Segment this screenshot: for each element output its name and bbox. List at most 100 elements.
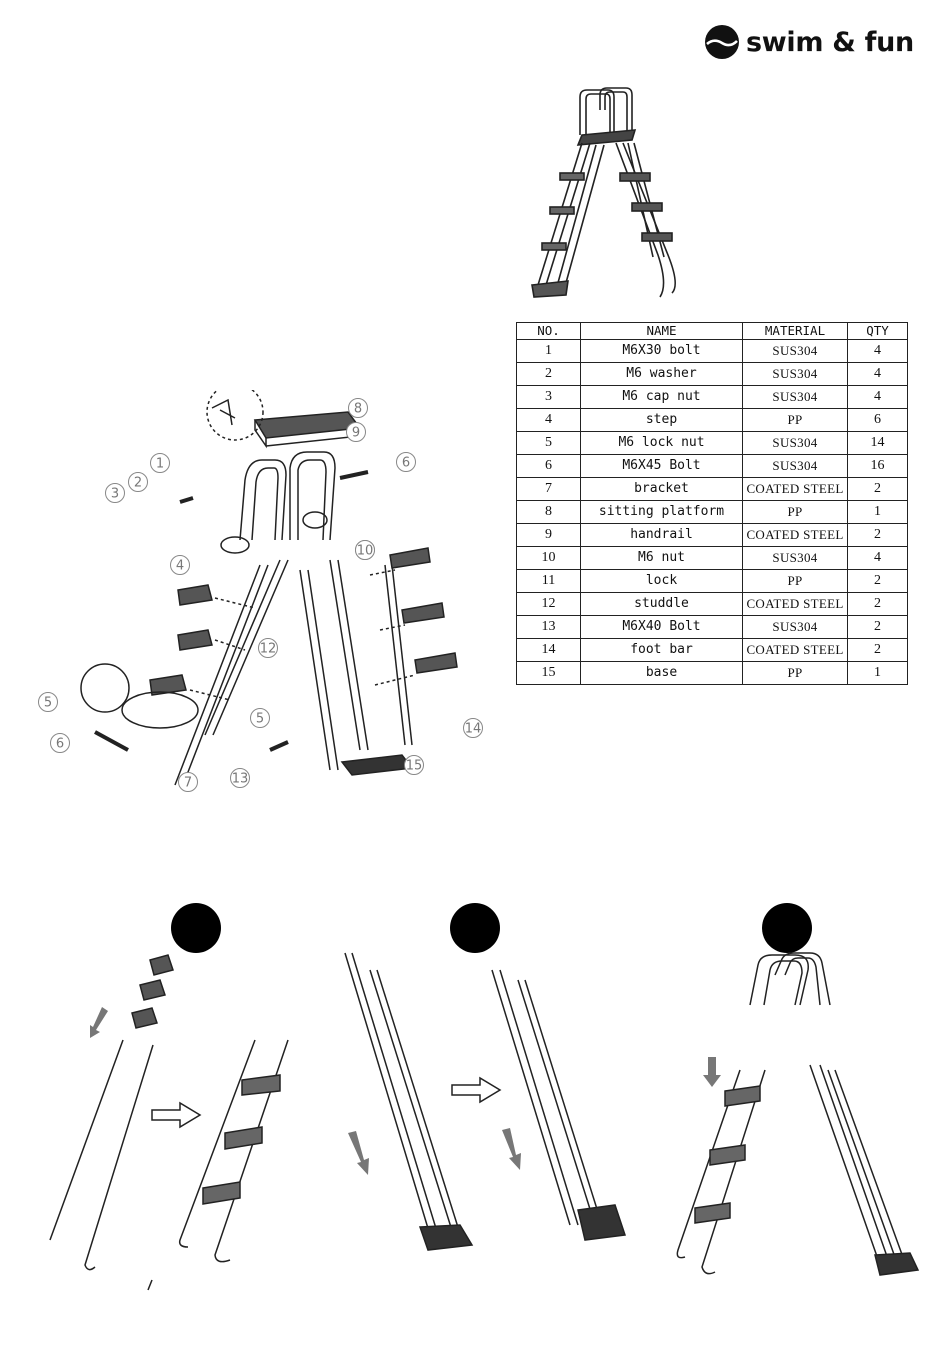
- swim-and-fun-logo-icon: [705, 25, 739, 59]
- cell-qty: 2: [847, 615, 908, 639]
- callout-10: 10: [355, 540, 375, 560]
- cell-material: PP: [742, 661, 848, 685]
- cell-qty: 14: [847, 431, 908, 455]
- cell-no: 3: [516, 385, 581, 409]
- callout-label: 2: [134, 476, 142, 491]
- callout-label: 5: [44, 696, 52, 711]
- cell-qty: 2: [847, 569, 908, 593]
- direction-arrow-2: [348, 1131, 369, 1175]
- cell-name: sitting platform: [580, 500, 743, 524]
- callout-6: 6: [396, 452, 416, 472]
- callout-label: 6: [56, 737, 64, 752]
- cell-name: M6 cap nut: [580, 385, 743, 409]
- column-header-name: NAME: [580, 322, 743, 340]
- callout-2: 2: [128, 472, 148, 492]
- cell-material: PP: [742, 569, 848, 593]
- table-header-row: NO. NAME MATERIAL QTY: [516, 322, 908, 340]
- callout-label: 13: [232, 772, 249, 787]
- direction-arrow-1: [90, 1007, 108, 1038]
- cell-qty: 1: [847, 661, 908, 685]
- cell-material: SUS304: [742, 339, 848, 363]
- callout-label: 6: [402, 456, 410, 471]
- cell-qty: 4: [847, 546, 908, 570]
- cell-qty: 4: [847, 385, 908, 409]
- cell-name: step: [580, 408, 743, 432]
- cell-qty: 4: [847, 339, 908, 363]
- column-header-qty: QTY: [847, 322, 908, 340]
- cell-qty: 2: [847, 592, 908, 616]
- step-marker-3: [762, 903, 812, 953]
- direction-arrow-3: [502, 1128, 521, 1170]
- callout-label: 5: [256, 712, 264, 727]
- cell-no: 11: [516, 569, 581, 593]
- direction-arrow-4: [703, 1057, 721, 1087]
- callout-9: 9: [346, 422, 366, 442]
- cell-no: 5: [516, 431, 581, 455]
- cell-no: 4: [516, 408, 581, 432]
- cell-name: bracket: [580, 477, 743, 501]
- cell-no: 9: [516, 523, 581, 547]
- column-header-material: MATERIAL: [742, 322, 848, 340]
- callout-5: 5: [38, 692, 58, 712]
- column-header-no: NO.: [516, 322, 581, 340]
- cell-material: COATED STEEL: [742, 523, 848, 547]
- cell-no: 13: [516, 615, 581, 639]
- cell-name: base: [580, 661, 743, 685]
- exploded-view-diagram: [80, 390, 458, 786]
- cell-name: handrail: [580, 523, 743, 547]
- cell-no: 6: [516, 454, 581, 478]
- callout-3: 3: [105, 483, 125, 503]
- callout-1: 1: [150, 453, 170, 473]
- cell-material: COATED STEEL: [742, 638, 848, 662]
- cell-material: SUS304: [742, 454, 848, 478]
- callout-label: 14: [465, 722, 482, 737]
- cell-no: 1: [516, 339, 581, 363]
- cell-qty: 4: [847, 362, 908, 386]
- callout-label: 4: [176, 559, 184, 574]
- cell-name: M6X30 bolt: [580, 339, 743, 363]
- callout-label: 1: [156, 457, 164, 472]
- cell-qty: 1: [847, 500, 908, 524]
- callout-label: 12: [260, 642, 277, 657]
- callout-13: 13: [230, 768, 250, 788]
- cell-name: M6 washer: [580, 362, 743, 386]
- cell-name: foot bar: [580, 638, 743, 662]
- callout-label: 15: [406, 759, 423, 774]
- cell-material: PP: [742, 408, 848, 432]
- exploded-view-callouts: 12341169812135101415567: [38, 398, 483, 792]
- cell-material: PP: [742, 500, 848, 524]
- cell-material: COATED STEEL: [742, 477, 848, 501]
- brand-logo: swim & fun: [704, 22, 919, 62]
- cell-no: 2: [516, 362, 581, 386]
- callout-4: 4: [170, 555, 190, 575]
- step-marker-2: [450, 903, 500, 953]
- assembled-ladder-illustration: [531, 87, 676, 298]
- cell-material: SUS304: [742, 385, 848, 409]
- cell-name: M6X40 Bolt: [580, 615, 743, 639]
- cell-qty: 16: [847, 454, 908, 478]
- callout-label: 3: [111, 487, 119, 502]
- cell-material: SUS304: [742, 362, 848, 386]
- callout-14: 14: [463, 718, 483, 738]
- cell-no: 12: [516, 592, 581, 616]
- callout-8: 8: [348, 398, 368, 418]
- callout-label: 7: [184, 776, 192, 791]
- step-marker-1: [171, 903, 221, 953]
- cell-no: 15: [516, 661, 581, 685]
- callout-label: 8: [354, 402, 362, 417]
- cell-material: COATED STEEL: [742, 592, 848, 616]
- cell-no: 14: [516, 638, 581, 662]
